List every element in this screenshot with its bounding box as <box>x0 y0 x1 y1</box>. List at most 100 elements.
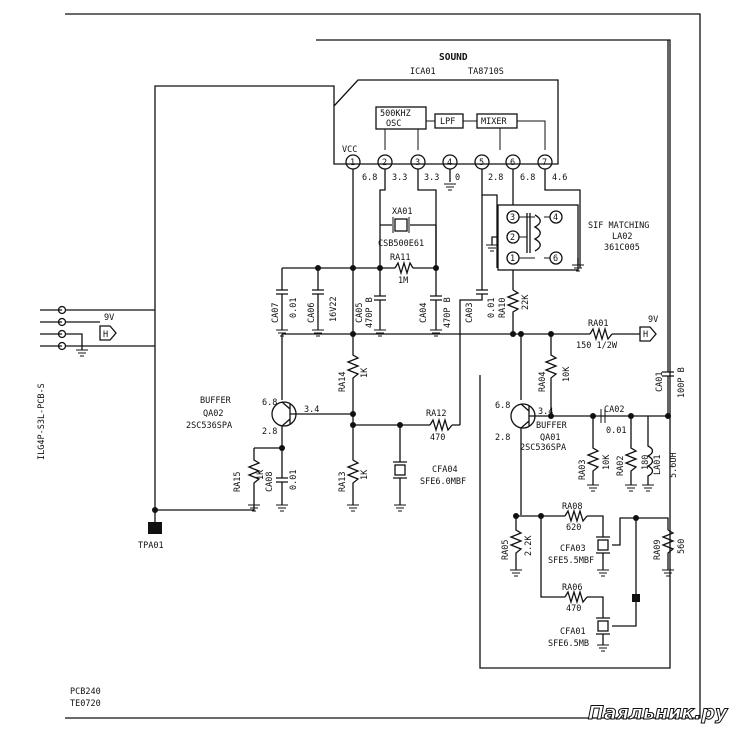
ground-icon <box>587 484 599 492</box>
ra12-ref: RA12 <box>426 409 446 419</box>
qa02-ref: QA02 <box>203 409 223 419</box>
ra12-resistor-icon <box>429 417 453 433</box>
ra05-val: 2.2K <box>524 535 534 556</box>
supply-9v-label: 9V <box>648 315 658 325</box>
sif-pin-4-num: 4 <box>553 213 558 223</box>
ra14-ref: RA14 <box>338 372 348 392</box>
cfa04-part: SFE6.0MBF <box>420 477 466 487</box>
la01-coil-icon <box>646 416 654 485</box>
cfa04-wires <box>393 425 407 505</box>
ra10-val: 22K <box>521 294 531 310</box>
ra14-val: 1K <box>360 367 370 378</box>
ca01-capacitor-icon <box>662 40 674 416</box>
ca04-val: 470P B <box>443 297 453 328</box>
testpoint-icon <box>148 522 162 534</box>
qa01-terminals <box>520 403 668 515</box>
xa01-ref: XA01 <box>392 207 412 217</box>
xa01-crystal-icon <box>394 218 408 232</box>
ca03-ref: CA03 <box>465 303 475 323</box>
vcc-supply-wire <box>154 85 335 510</box>
ca06-capacitor-icon <box>312 289 324 330</box>
sif-pin-6-num: 6 <box>553 254 558 264</box>
ca08-val: 0.01 <box>289 470 299 490</box>
ca02-capacitor-icon <box>600 409 606 423</box>
qa02-ve: 2.8 <box>262 427 277 437</box>
ra04-ref: RA04 <box>538 372 548 392</box>
connector-ref: ILG4P-S3L-PCB-S <box>37 383 47 460</box>
sif-part: 361C005 <box>604 243 640 253</box>
ground-icon <box>444 183 456 191</box>
outer-frame <box>65 13 701 719</box>
supply-flag-h: H <box>643 330 648 340</box>
ra11-resistor-icon <box>394 260 414 276</box>
ra15-ref: RA15 <box>233 472 243 492</box>
cfa01-filter-icon <box>597 620 609 632</box>
ra02-val: 180 <box>641 455 651 470</box>
ground-icon <box>76 349 88 357</box>
ground-icon <box>394 504 406 512</box>
ca05-capacitor-icon <box>374 268 386 330</box>
sif-ground-wire <box>491 236 498 245</box>
ic-part: TA8710S <box>468 67 504 77</box>
cfa03-wires <box>596 536 610 570</box>
qa01-vc: 6.8 <box>495 401 510 411</box>
ca03-capacitor-icon <box>459 195 488 425</box>
junction <box>397 422 403 428</box>
cfa03-ground-wire <box>612 517 669 546</box>
ca06-ref: CA06 <box>307 303 317 323</box>
ground-icon <box>625 484 637 492</box>
sif-pin-3-num: 3 <box>510 213 515 223</box>
ra10-ref: RA10 <box>498 298 508 318</box>
ra08-ref: RA08 <box>562 502 582 512</box>
cfa01-wires <box>596 617 610 645</box>
sound-section-border <box>316 39 671 669</box>
qa02-vb: 3.4 <box>304 405 319 415</box>
tpa01-wire <box>155 505 255 511</box>
sif-pin-2-num: 2 <box>510 233 515 243</box>
ca07-val: 0.01 <box>289 298 299 318</box>
ground-icon <box>597 644 609 652</box>
ca08-ref: CA08 <box>265 472 275 492</box>
ground-icon <box>430 329 442 337</box>
ra03-val: 10K <box>602 454 612 470</box>
qa02-part: 2SC536SPA <box>186 421 232 431</box>
ca07-ref: CA07 <box>271 303 281 323</box>
cfa03-ref: CFA03 <box>560 544 586 554</box>
connector-flag-h: H <box>103 330 108 340</box>
ground-icon <box>486 244 498 252</box>
ra12-val: 470 <box>430 433 445 443</box>
ground-icon <box>374 329 386 337</box>
pin-4-num: 4 <box>447 158 452 168</box>
ca06-val: 16V22 <box>329 296 339 322</box>
supply-flag-9v-icon <box>639 326 657 342</box>
cfa03-part: SFE5.5MBF <box>548 556 594 566</box>
section-title: SOUND <box>439 52 468 63</box>
mixer-label: MIXER <box>481 117 507 127</box>
connector-leads <box>40 309 62 347</box>
pin-5-voltage: 2.8 <box>488 173 503 183</box>
ca07-ca06-bus <box>281 267 353 290</box>
ca05-val: 470P B <box>365 297 375 328</box>
ground-icon <box>347 504 359 512</box>
ca01-val: 100P B <box>677 367 687 398</box>
cfa01-ground-wire <box>612 518 637 627</box>
xa01-wires <box>379 224 437 268</box>
ca02-val: 0.01 <box>606 426 626 436</box>
ground-icon <box>276 504 288 512</box>
ground-icon <box>642 484 654 492</box>
ra02-resistor-icon <box>624 416 638 485</box>
sif-pin-1-num: 1 <box>510 254 515 264</box>
ra06-ref: RA06 <box>562 583 582 593</box>
xa01-plates <box>392 217 410 233</box>
qa01-label: BUFFER <box>536 421 568 431</box>
sif-ref: LA02 <box>612 232 632 242</box>
ground-icon <box>510 569 522 577</box>
connector-pin <box>57 317 67 327</box>
ground-icon <box>572 264 584 272</box>
ra13-ref: RA13 <box>338 472 348 492</box>
pin-7-voltage: 4.6 <box>552 173 567 183</box>
ra01-resistor-icon <box>589 326 613 342</box>
ra08-resistor-icon <box>564 508 588 524</box>
connector-pin <box>57 305 67 315</box>
